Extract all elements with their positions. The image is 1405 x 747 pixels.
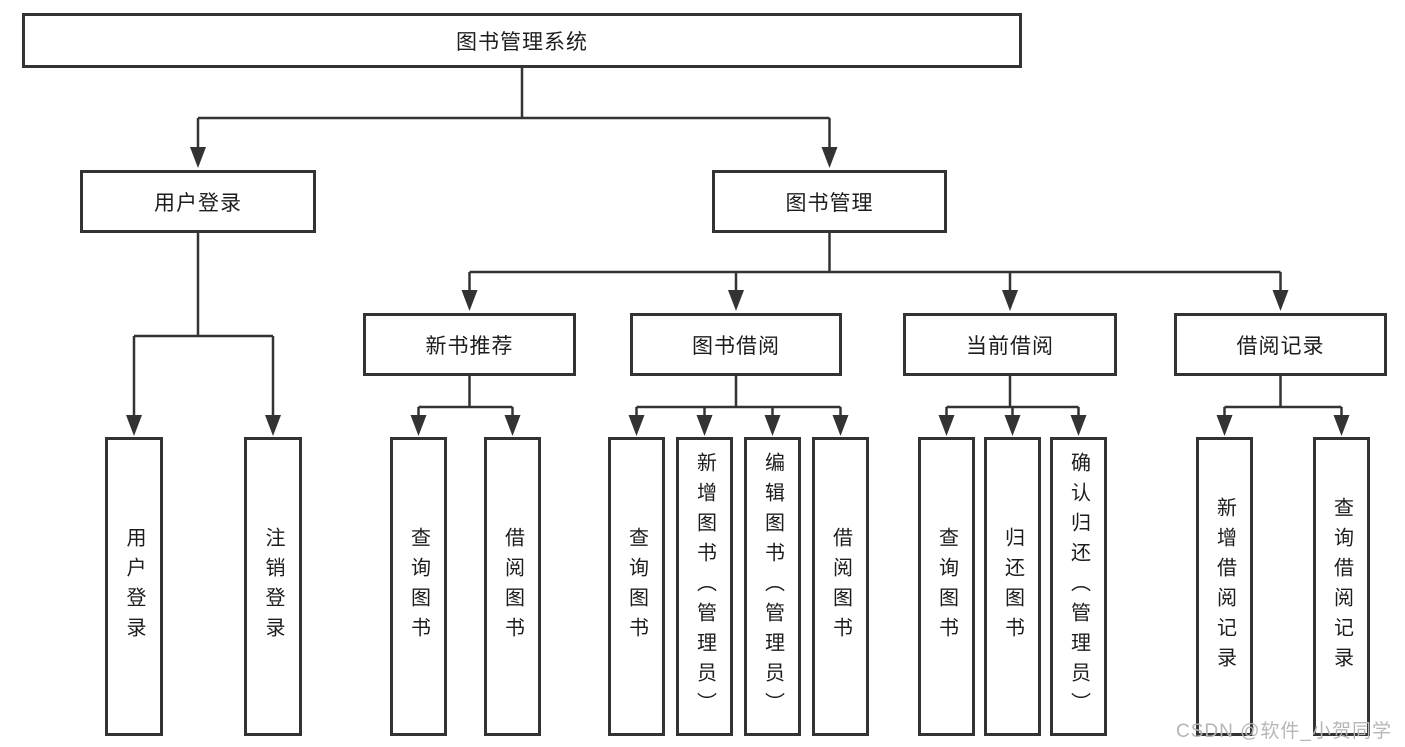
connector-book-borrow-children bbox=[628, 376, 849, 436]
node-label: 用户登录 bbox=[154, 191, 242, 215]
node-current-borrow: 当前借阅 bbox=[903, 313, 1117, 376]
leaf-confirm-return-admin: 确认归还（管理员） bbox=[1050, 437, 1107, 736]
node-label: 图书管理 bbox=[785, 191, 874, 215]
node-label: 查询图书 bbox=[407, 526, 430, 647]
node-borrow-record: 借阅记录 bbox=[1174, 313, 1387, 376]
node-label: 确认归还（管理员） bbox=[1067, 451, 1090, 722]
leaf-add-borrow-record: 新增借阅记录 bbox=[1196, 437, 1253, 736]
leaf-query-books-current: 查询图书 bbox=[918, 437, 975, 736]
leaf-user-login: 用户登录 bbox=[105, 437, 163, 736]
node-label: 用户登录 bbox=[123, 526, 145, 647]
connector-book-management-to-modules bbox=[461, 233, 1289, 311]
node-label: 图书管理系统 bbox=[456, 30, 588, 54]
node-label: 借阅图书 bbox=[829, 526, 852, 647]
node-label: 借阅记录 bbox=[1236, 334, 1325, 358]
leaf-query-books-borrow: 查询图书 bbox=[608, 437, 665, 736]
connector-new-book-recommend-children bbox=[410, 376, 521, 436]
node-new-book-recommend: 新书推荐 bbox=[363, 313, 576, 376]
leaf-edit-book-admin: 编辑图书（管理员） bbox=[744, 437, 801, 736]
connector-borrow-record-children bbox=[1216, 376, 1350, 436]
leaf-borrow-books: 借阅图书 bbox=[812, 437, 869, 736]
node-label: 查询图书 bbox=[625, 526, 648, 647]
node-label: 借阅图书 bbox=[501, 526, 524, 647]
node-label: 注销登录 bbox=[262, 526, 284, 647]
node-user-login: 用户登录 bbox=[80, 170, 316, 233]
node-label: 编辑图书（管理员） bbox=[761, 451, 784, 722]
leaf-add-book-admin: 新增图书（管理员） bbox=[676, 437, 733, 736]
watermark: CSDN @软件_小贺同学 bbox=[1176, 721, 1392, 742]
leaf-return-book: 归还图书 bbox=[984, 437, 1041, 736]
node-book-borrow: 图书借阅 bbox=[630, 313, 842, 376]
node-label: 查询图书 bbox=[935, 526, 958, 647]
connector-root-to-level2 bbox=[190, 68, 838, 168]
node-label: 新书推荐 bbox=[425, 334, 514, 358]
node-label: 归还图书 bbox=[1001, 526, 1024, 647]
node-label: 图书借阅 bbox=[692, 334, 780, 358]
node-label: 当前借阅 bbox=[966, 334, 1054, 358]
leaf-query-books-recommend: 查询图书 bbox=[390, 437, 447, 736]
node-label: 新增图书（管理员） bbox=[693, 451, 716, 722]
node-label: 新增借阅记录 bbox=[1213, 496, 1236, 677]
leaf-borrow-books-recommend: 借阅图书 bbox=[484, 437, 541, 736]
connector-current-borrow-children bbox=[938, 376, 1087, 436]
node-library-management-system: 图书管理系统 bbox=[22, 13, 1022, 68]
node-book-management: 图书管理 bbox=[712, 170, 947, 233]
connector-user-login-children bbox=[126, 233, 281, 436]
leaf-query-borrow-record: 查询借阅记录 bbox=[1313, 437, 1370, 736]
node-label: 查询借阅记录 bbox=[1330, 496, 1353, 677]
leaf-logout: 注销登录 bbox=[244, 437, 302, 736]
